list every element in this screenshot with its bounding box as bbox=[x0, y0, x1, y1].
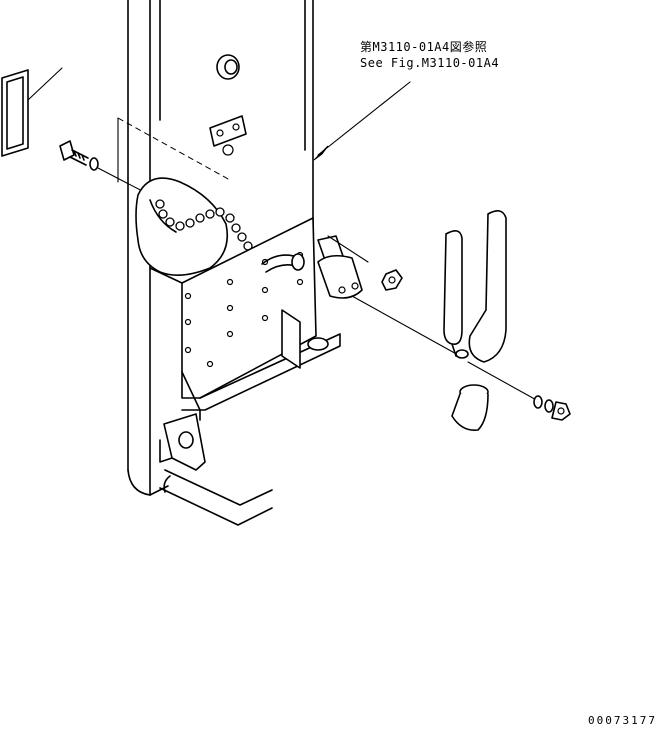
bolt bbox=[59, 140, 151, 196]
reference-arrow bbox=[313, 81, 411, 161]
decal-part bbox=[1, 67, 63, 157]
bracket-plate bbox=[149, 217, 341, 421]
washers-nut bbox=[533, 395, 571, 421]
drawing-number: 00073177 bbox=[588, 714, 657, 727]
hinge bbox=[159, 413, 206, 471]
wire-harness bbox=[443, 210, 507, 363]
reference-label-en: See Fig.M3110-01A4 bbox=[360, 56, 500, 70]
terminal-boot bbox=[451, 384, 489, 432]
mount-plate bbox=[209, 115, 247, 156]
reference-label-jp: 第M3110-01A4図参照 bbox=[360, 40, 488, 54]
nut bbox=[381, 269, 403, 291]
chain bbox=[155, 199, 265, 271]
cab-frame bbox=[127, 0, 314, 526]
grommet bbox=[216, 54, 240, 80]
relay-unit bbox=[261, 235, 369, 299]
